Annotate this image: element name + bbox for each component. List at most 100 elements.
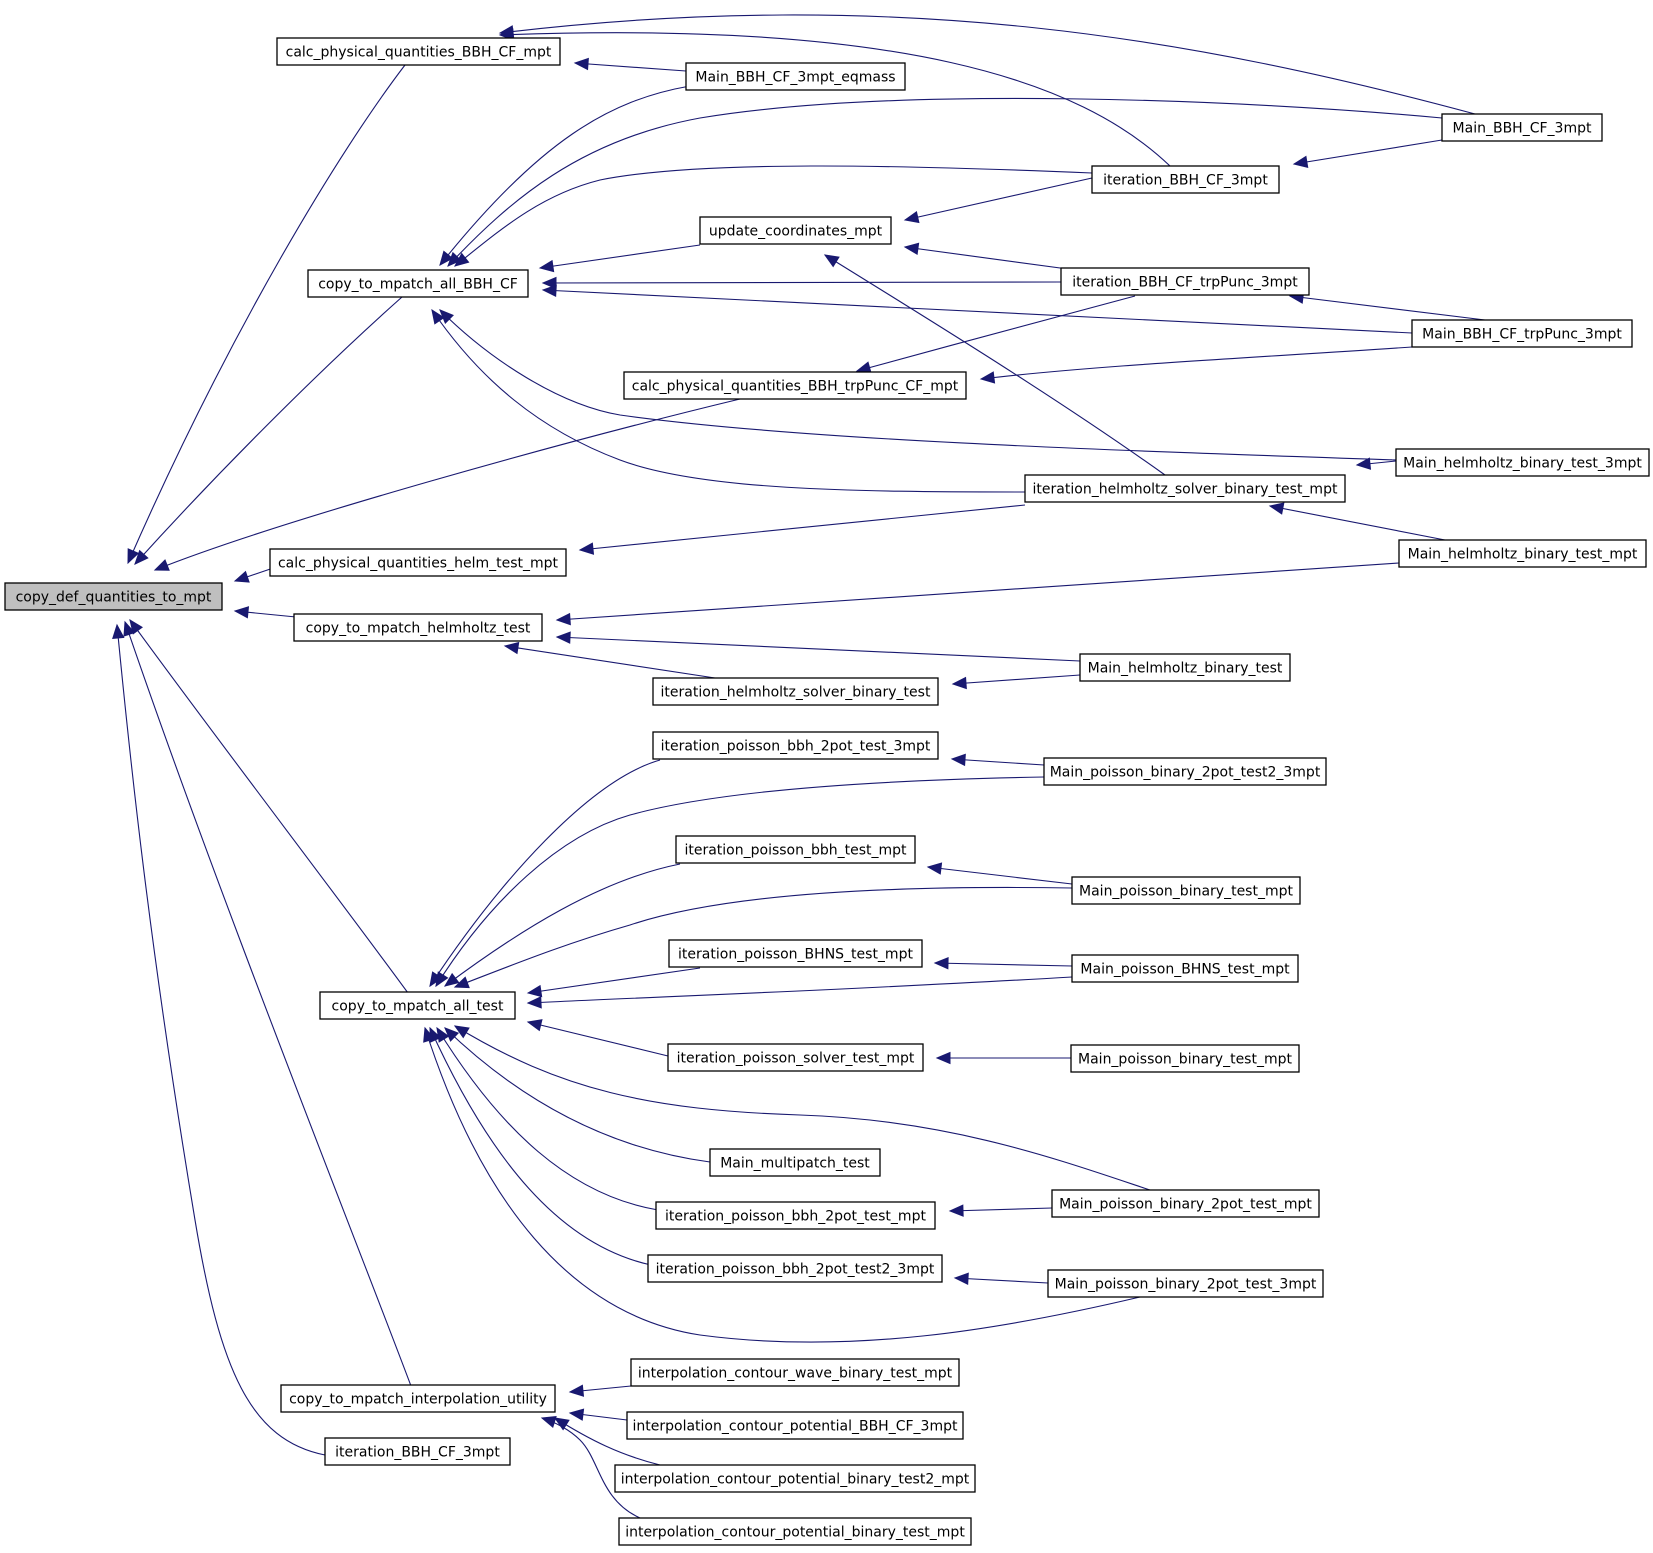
- node-label: iteration_helmholtz_solver_binary_test: [661, 685, 931, 701]
- function-node[interactable]: iteration_poisson_bbh_2pot_test2_3mpt: [647, 1254, 943, 1283]
- function-node[interactable]: copy_to_mpatch_all_test: [319, 991, 516, 1020]
- function-node[interactable]: interpolation_contour_potential_binary_t…: [618, 1517, 972, 1546]
- function-node[interactable]: Main_poisson_binary_2pot_test2_3mpt: [1043, 757, 1327, 786]
- root-node[interactable]: copy_def_quantities_to_mpt: [4, 582, 223, 611]
- edge-arrowhead: [431, 308, 445, 325]
- function-node[interactable]: Main_poisson_binary_2pot_test_3mpt: [1047, 1269, 1324, 1298]
- function-node[interactable]: copy_to_mpatch_all_BBH_CF: [307, 269, 529, 298]
- node-box: [307, 269, 529, 298]
- node-box: [652, 677, 939, 706]
- node-label: interpolation_contour_potential_binary_t…: [625, 1525, 965, 1541]
- edge-arrowhead: [1292, 155, 1309, 169]
- function-node[interactable]: Main_poisson_binary_test_mpt: [1070, 1044, 1300, 1073]
- function-node[interactable]: copy_to_mpatch_interpolation_utility: [280, 1384, 556, 1413]
- node-box: [1079, 653, 1291, 682]
- function-node[interactable]: Main_helmholtz_binary_test_mpt: [1398, 539, 1647, 568]
- edge-line: [127, 64, 406, 564]
- edge-arrowhead: [503, 641, 520, 655]
- function-node[interactable]: Main_poisson_BHNS_test_mpt: [1071, 954, 1299, 983]
- function-node[interactable]: update_coordinates_mpt: [699, 216, 892, 245]
- node-box: [324, 1437, 511, 1466]
- node-label: iteration_BBH_CF_3mpt: [335, 1445, 500, 1461]
- function-node[interactable]: iteration_helmholtz_solver_binary_test: [652, 677, 939, 706]
- edge-line: [444, 863, 681, 987]
- node-box: [1398, 539, 1647, 568]
- function-node[interactable]: Main_helmholtz_binary_test: [1079, 653, 1291, 682]
- nodes-layer: copy_def_quantities_to_mpt calc_physical_…: [4, 37, 1650, 1546]
- edge-arrowhead: [453, 976, 470, 989]
- function-node[interactable]: iteration_poisson_BHNS_test_mpt: [668, 939, 923, 968]
- node-box: [626, 1411, 964, 1440]
- function-node[interactable]: interpolation_contour_potential_BBH_CF_3…: [626, 1411, 964, 1440]
- function-node[interactable]: interpolation_contour_wave_binary_test_m…: [630, 1358, 960, 1387]
- node-label: iteration_BBH_CF_3mpt: [1103, 173, 1268, 189]
- node-label: iteration_BBH_CF_trpPunc_3mpt: [1072, 275, 1298, 291]
- edge-arrowhead: [1268, 502, 1285, 515]
- edge-iter_p2pot3-to-copy_all: [429, 759, 661, 988]
- node-box: [614, 1464, 976, 1493]
- function-node[interactable]: Main_poisson_binary_2pot_test_mpt: [1051, 1189, 1320, 1218]
- edge-arrowhead: [541, 284, 557, 298]
- function-node[interactable]: copy_to_mpatch_helmholtz_test: [293, 613, 543, 642]
- edge-arrowhead: [134, 549, 149, 565]
- edge-line: [429, 759, 661, 987]
- function-node[interactable]: calc_physical_quantities_BBH_CF_mpt: [276, 37, 561, 66]
- edge-arrowhead: [233, 570, 250, 583]
- edge-line: [934, 962, 1073, 967]
- edge-interp_pot_t-to-copy_interp: [540, 1415, 641, 1519]
- edge-arrowhead: [568, 1384, 585, 1397]
- edge-line: [556, 636, 1081, 662]
- edge-line: [574, 62, 687, 72]
- node-label: copy_to_mpatch_interpolation_utility: [289, 1392, 547, 1408]
- edge-line: [444, 1027, 711, 1163]
- function-node[interactable]: Main_multipatch_test: [709, 1148, 881, 1177]
- edge-arrowhead: [950, 753, 966, 767]
- edge-line: [429, 1027, 652, 1266]
- node-box: [1071, 876, 1301, 905]
- edge-arrowhead: [540, 1415, 557, 1428]
- function-node[interactable]: iteration_poisson_bbh_test_mpt: [675, 835, 916, 864]
- function-node[interactable]: Main_helmholtz_binary_test_3mpt: [1395, 448, 1650, 477]
- edge-line: [927, 866, 1073, 885]
- node-label: Main_poisson_binary_2pot_test2_3mpt: [1050, 765, 1321, 781]
- node-label: Main_helmholtz_binary_test_3mpt: [1403, 456, 1642, 472]
- function-node[interactable]: iteration_poisson_bbh_2pot_test_mpt: [655, 1201, 936, 1230]
- edge-main_eqmass-to-calc_bbh: [573, 57, 687, 72]
- edge-line: [1289, 295, 1486, 321]
- edge-line: [904, 246, 1076, 271]
- node-label: copy_to_mpatch_all_BBH_CF: [318, 277, 518, 293]
- function-node[interactable]: interpolation_contour_potential_binary_t…: [614, 1464, 976, 1493]
- edge-main_helm_t-to-copy_helm: [555, 631, 1081, 662]
- node-label: calc_physical_quantities_BBH_trpPunc_CF_…: [632, 379, 959, 395]
- edge-arrowhead: [526, 1019, 543, 1032]
- function-node[interactable]: Main_BBH_CF_3mpt: [1441, 113, 1603, 142]
- function-node[interactable]: calc_physical_quantities_BBH_trpPunc_CF_…: [623, 371, 967, 400]
- edge-line: [824, 254, 1166, 476]
- edge-arrowhead: [855, 361, 872, 374]
- function-node[interactable]: Main_BBH_CF_trpPunc_3mpt: [1411, 319, 1633, 348]
- function-node[interactable]: iteration_poisson_solver_test_mpt: [667, 1043, 924, 1072]
- node-box: [618, 1517, 972, 1546]
- function-node[interactable]: Main_BBH_CF_3mpt_eqmass: [685, 62, 906, 91]
- edge-arrowhead: [553, 1417, 570, 1431]
- edge-line: [439, 309, 1397, 461]
- node-label: iteration_poisson_bbh_test_mpt: [684, 843, 907, 859]
- node-box: [276, 37, 561, 66]
- function-node[interactable]: iteration_BBH_CF_3mpt: [324, 1437, 511, 1466]
- edge-line: [134, 296, 403, 565]
- edge-iter_helm_mpt-to-copy_bbh: [431, 308, 1026, 493]
- node-box: [675, 835, 916, 864]
- function-node[interactable]: iteration_helmholtz_solver_binary_test_m…: [1024, 474, 1346, 503]
- function-node[interactable]: iteration_poisson_bbh_2pot_test_3mpt: [652, 731, 939, 760]
- function-node[interactable]: iteration_BBH_CF_trpPunc_3mpt: [1060, 267, 1310, 296]
- node-label: Main_multipatch_test: [720, 1156, 870, 1172]
- function-node[interactable]: Main_poisson_binary_test_mpt: [1071, 876, 1301, 905]
- edge-main_p2pot3-to-iter_p2pot23: [953, 1272, 1049, 1285]
- function-node[interactable]: iteration_BBH_CF_3mpt: [1091, 165, 1280, 194]
- edge-arrowhead: [423, 1026, 436, 1043]
- edge-arrowhead: [435, 971, 449, 988]
- function-node[interactable]: calc_physical_quantities_helm_test_mpt: [269, 548, 567, 577]
- edge-arrowhead: [526, 996, 542, 1009]
- edge-line: [447, 97, 1443, 267]
- edge-iter_bbh_r-to-calc_bbh: [498, 28, 1171, 167]
